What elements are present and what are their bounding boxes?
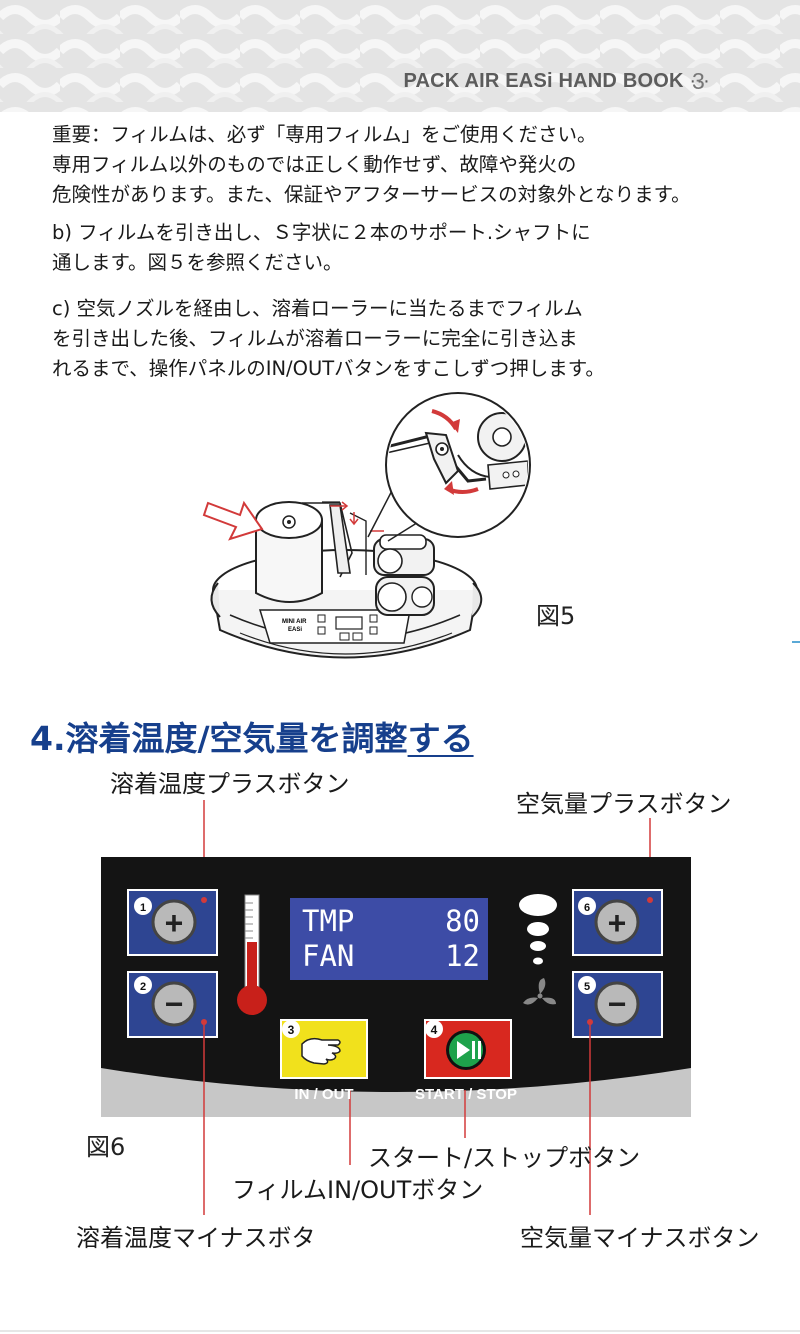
step-c-text: c) 空気ノズルを経由し、溶着ローラーに当たるまでフィルム を引き出した後、フィ…: [52, 294, 605, 384]
lcd-fan-value: 12: [445, 939, 480, 973]
figure6-label: 図6: [86, 1133, 126, 1161]
start-stop-label: START / STOP: [415, 1086, 517, 1103]
lcd-temp-label: TMP: [302, 904, 354, 938]
minus-sign: −: [608, 986, 627, 1022]
play-pause-icon: [457, 1041, 470, 1059]
step-b-line: b) フィルムを引き出し、Ｓ字状に２本のサポート.シャフトに: [52, 221, 591, 244]
figure5-machine-illustration: MINI AIR EASi: [202, 392, 531, 659]
hand-pointer-icon: [301, 1037, 341, 1065]
minus-sign: −: [165, 986, 184, 1022]
notice-line: 重要：フィルムは、必ず「専用フィルム」をご使用ください。: [52, 123, 597, 146]
bottom-divider: [0, 1330, 800, 1332]
button-number-1: 1: [140, 902, 146, 914]
step-c-line: れるまで、操作パネルのIN/OUTバタンをすこしずつ押します。: [52, 357, 605, 380]
temp-plus-knob: [151, 899, 197, 945]
step-b-line: 通します。図５を参照ください。: [52, 251, 343, 274]
air-level-dot-large: [519, 894, 557, 916]
edge-marker: [792, 641, 800, 643]
notice-line: 専用フィルム以外のものでは正しく動作せず、故障や発火の: [52, 153, 577, 176]
in-out-label: IN / OUT: [294, 1086, 353, 1103]
fan-icon: [523, 978, 556, 1005]
label-start-stop: スタート/ストップボタン: [368, 1144, 641, 1172]
temp-minus-knob: [151, 981, 197, 1027]
machine-brand-text: MINI AIR: [282, 619, 307, 625]
plus-sign: +: [165, 905, 184, 941]
section-title: 4.溶着温度/空気量を調整する: [30, 719, 474, 758]
button-number-5: 5: [584, 981, 590, 993]
button-number-6: 6: [584, 902, 590, 914]
machine-brand-sub-text: EASi: [288, 627, 302, 633]
step-c-line: を引き出した後、フィルムが溶着ローラーに完全に引き込ま: [52, 327, 578, 350]
notice-line: 危険性があります。また、保証やアフターサービスの対象外となります。: [52, 183, 691, 206]
button-number-4: 4: [431, 1023, 438, 1037]
step-c-line: c) 空気ノズルを経由し、溶着ローラーに当たるまでフィルム: [52, 297, 583, 320]
header-title: PACK AIR EASi HAND BOOK ···: [403, 70, 710, 92]
plus-sign: +: [608, 905, 627, 941]
label-temp-minus: 溶着温度マイナスボタ: [76, 1224, 316, 1252]
figure5-label: 図5: [536, 602, 576, 630]
label-film-in-out: フィルムIN/OUTボタン: [232, 1176, 484, 1204]
page-header: PACK AIR EASi HAND BOOK ··· 3: [0, 0, 800, 112]
step-b-text: b) フィルムを引き出し、Ｓ字状に２本のサポート.シャフトに 通します。図５を参…: [52, 218, 591, 278]
page-number: 3: [692, 68, 705, 94]
air-minus-knob: [594, 981, 640, 1027]
header-wave-pattern: [0, 0, 800, 112]
lcd-fan-label: FAN: [302, 939, 354, 973]
label-temp-plus: 溶着温度プラスボタン: [110, 770, 350, 798]
important-notice: 重要：フィルムは、必ず「専用フィルム」をご使用ください。 専用フィルム以外のもの…: [52, 120, 691, 210]
lcd-temp-value: 80: [445, 904, 480, 938]
air-plus-knob: [594, 899, 640, 945]
label-air-minus: 空気量マイナスボタン: [520, 1224, 760, 1252]
button-number-3: 3: [288, 1023, 295, 1037]
label-air-plus: 空気量プラスボタン: [516, 790, 732, 818]
button-number-2: 2: [140, 981, 146, 993]
